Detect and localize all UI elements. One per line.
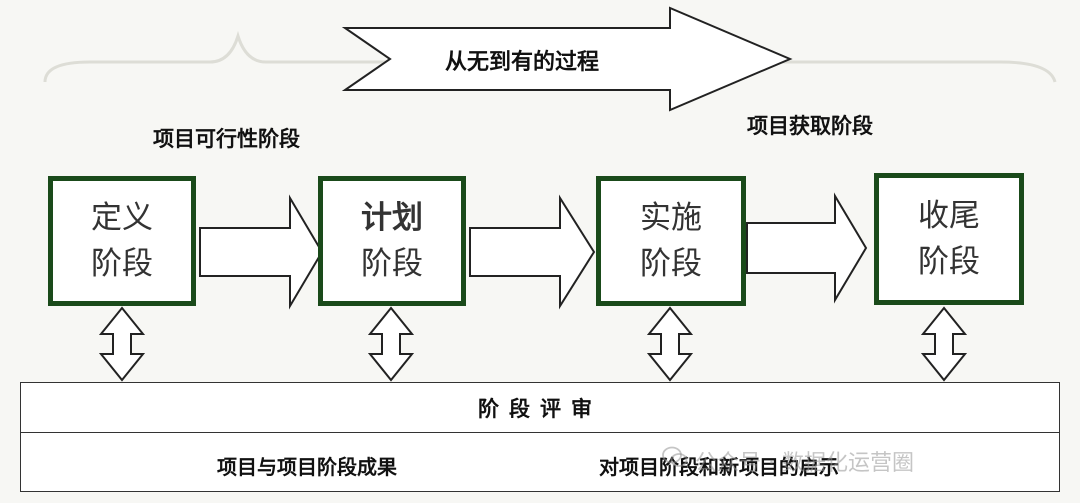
review-link-3: [646, 306, 694, 382]
brace-decoration: [43, 30, 1057, 83]
flow-arrow-2: [469, 194, 596, 310]
phase-label-line2: 阶段: [918, 244, 980, 280]
review-link-2: [367, 306, 415, 382]
phase-label-line2: 阶段: [361, 246, 423, 282]
phase-box-plan: 计划 阶段: [318, 176, 466, 306]
output-right-text: 对项目阶段和新项目的启示: [599, 455, 839, 479]
review-link-4: [920, 306, 968, 382]
phase-box-execute: 实施 阶段: [596, 176, 746, 306]
phase-review-panel: 阶段评审 项目与项目阶段成果 对项目阶段和新项目的启示: [20, 382, 1060, 492]
phase-box-define: 定义 阶段: [48, 176, 196, 306]
watermark-text: 公众号 · 数据化运营圈: [695, 451, 914, 476]
phase-review-title: 阶段评审: [478, 396, 602, 421]
process-arrow: [341, 6, 793, 112]
phase-review-outputs: 项目与项目阶段成果 对项目阶段和新项目的启示: [21, 433, 1059, 493]
flow-arrow-3: [746, 192, 868, 304]
output-left-text: 项目与项目阶段成果: [217, 455, 397, 479]
process-arrow-label: 从无到有的过程: [445, 50, 600, 75]
phase-label-line1: 收尾: [918, 198, 980, 234]
flow-arrow-1: [199, 194, 324, 310]
phase-box-close: 收尾 阶段: [874, 173, 1024, 305]
acquisition-label: 项目获取阶段: [747, 114, 873, 138]
phase-label-line1: 定义: [91, 200, 153, 236]
phase-label-line2: 阶段: [91, 246, 153, 282]
phase-label-line1: 计划: [361, 200, 423, 236]
phase-label-line2: 阶段: [640, 246, 702, 282]
review-link-1: [98, 306, 146, 382]
phase-label-line1: 实施: [640, 200, 702, 236]
phase-review-header: 阶段评审: [21, 383, 1059, 433]
feasibility-label: 项目可行性阶段: [153, 127, 300, 151]
wechat-icon: [662, 446, 688, 467]
